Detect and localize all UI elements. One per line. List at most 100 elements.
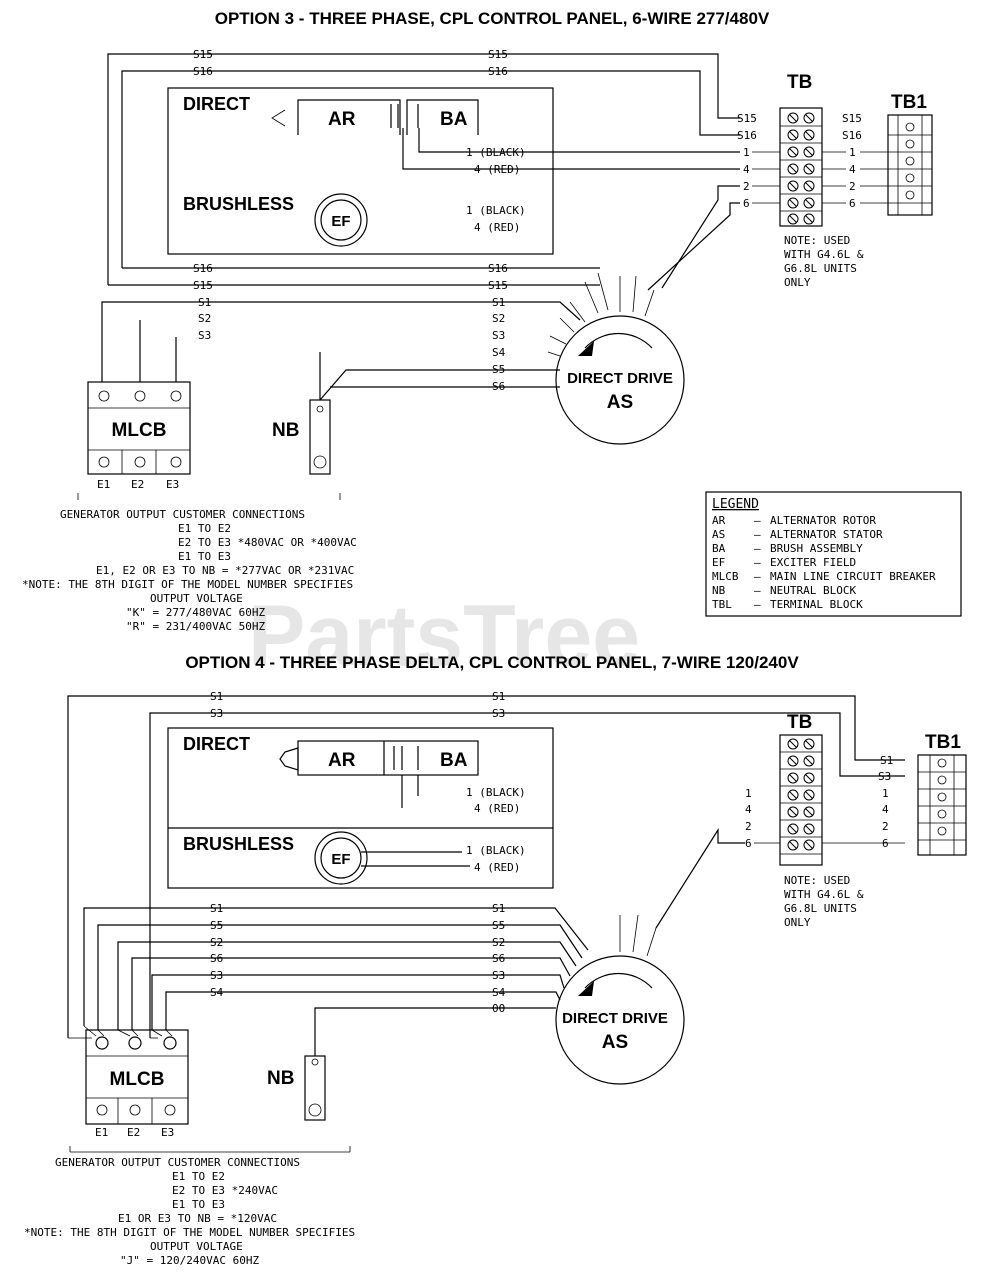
svg-text:"J" = 120/240VAC 60HZ: "J" = 120/240VAC 60HZ <box>120 1254 259 1267</box>
option3-ba-frame <box>406 99 479 135</box>
option3-tb-label: TB <box>787 72 812 93</box>
option3-rotation-arrow <box>584 332 653 349</box>
option4-ar-label: AR <box>328 750 356 771</box>
option4-ef-label: EF <box>331 851 350 868</box>
option3-mlcb-label: MLCB <box>112 420 167 441</box>
option4-wire-s3-top-left: S3 <box>210 707 223 720</box>
svg-text:GENERATOR OUTPUT CUSTOMER CONN: GENERATOR OUTPUT CUSTOMER CONNECTIONS <box>60 508 305 521</box>
option4-e1: E1 <box>95 1126 108 1139</box>
svg-text:OUTPUT VOLTAGE: OUTPUT VOLTAGE <box>150 592 243 605</box>
option3-e1: E1 <box>97 478 110 491</box>
option4-e2: E2 <box>127 1126 140 1139</box>
option3-tb-term-6: 6 <box>743 197 750 210</box>
option3-tb-note-2: WITH G4.6L & <box>784 248 864 261</box>
option3-tb-screws <box>787 112 815 225</box>
option3-stator-circle <box>555 315 685 445</box>
option3-wire-1-black: 1 (BLACK) <box>466 146 526 159</box>
option3-direct-label: DIRECT <box>183 94 250 114</box>
svg-text:E1 TO E2: E1 TO E2 <box>178 522 231 535</box>
option3-e3: E3 <box>166 478 179 491</box>
svg-text:E1, E2 OR E3 TO NB = *277VAC O: E1, E2 OR E3 TO NB = *277VAC OR *231VAC <box>96 564 354 577</box>
svg-text:E1 TO E3: E1 TO E3 <box>178 550 231 563</box>
svg-text:MAIN LINE CIRCUIT BREAKER: MAIN LINE CIRCUIT BREAKER <box>770 570 936 583</box>
option3-ef-label: EF <box>331 213 350 230</box>
option4-mlcb-breaker <box>85 1029 189 1125</box>
svg-text:–: – <box>754 556 761 569</box>
option3-as-label: AS <box>607 392 633 413</box>
option3-ef-wire-4-red: 4 (RED) <box>474 221 520 234</box>
option3-tb-s16-right: S16 <box>842 129 862 142</box>
option4-ef-wire-4-red: 4 (RED) <box>474 861 520 874</box>
svg-text:–: – <box>754 528 761 541</box>
wire-label-s15-top-left: S15 <box>193 48 213 61</box>
legend-items: AR–ALTERNATOR ROTOR AS–ALTERNATOR STATOR… <box>712 514 936 611</box>
svg-text:–: – <box>754 598 761 611</box>
option3-tb-note-4: ONLY <box>784 276 811 289</box>
svg-text:AS: AS <box>712 528 725 541</box>
option4-tb1-terminal-block <box>917 754 967 856</box>
option3-e2: E2 <box>131 478 144 491</box>
svg-text:ALTERNATOR STATOR: ALTERNATOR STATOR <box>770 528 883 541</box>
svg-text:AR: AR <box>712 514 726 527</box>
option4-tb1-s1: S1 <box>880 754 893 767</box>
option3-wire-s2-right: S2 <box>492 312 505 325</box>
svg-text:E1 TO E2: E1 TO E2 <box>172 1170 225 1183</box>
option4-tb-note-3: G6.8L UNITS <box>784 902 857 915</box>
option4-tb1-screws <box>937 758 947 836</box>
option3-tb-s16: S16 <box>737 129 757 142</box>
svg-text:E1 TO E3: E1 TO E3 <box>172 1198 225 1211</box>
option4-wire-s3-left: S3 <box>210 969 223 982</box>
option3-wire-s3-left: S3 <box>198 329 211 342</box>
option4-tb-terminal-block <box>779 734 823 866</box>
option3-output-notes: GENERATOR OUTPUT CUSTOMER CONNECTIONS E1… <box>22 508 357 633</box>
option4-direct-label: DIRECT <box>183 734 250 754</box>
option3-tb-term-4: 4 <box>743 163 750 176</box>
option4-wire-s4-left: S4 <box>210 986 224 999</box>
option4-tb-label: TB <box>787 712 812 733</box>
wire-label-s16-top-left: S16 <box>193 65 213 78</box>
svg-text:NEUTRAL BLOCK: NEUTRAL BLOCK <box>770 584 856 597</box>
option4-wire-1-black: 1 (BLACK) <box>466 786 526 799</box>
option4-wire-s1-left: S1 <box>210 902 223 915</box>
option3-tb1-terminal-block <box>887 114 933 216</box>
option4-rotor-shaft-icon <box>279 747 299 771</box>
option4-wire-s1-right: S1 <box>492 902 505 915</box>
svg-text:"R" = 231/400VAC 50HZ: "R" = 231/400VAC 50HZ <box>126 620 265 633</box>
option4-rotor-housing <box>167 727 554 889</box>
option3-tb-note-3: G6.8L UNITS <box>784 262 857 275</box>
svg-text:TERMINAL BLOCK: TERMINAL BLOCK <box>770 598 863 611</box>
option4-tb1-s3: S3 <box>878 770 891 783</box>
option4-tb1-term-6: 6 <box>882 837 889 850</box>
option3-ar-frame <box>297 99 401 135</box>
option4-wire-s2-right: S2 <box>492 936 505 949</box>
svg-text:NB: NB <box>712 584 726 597</box>
option4-ef-wire-1-black: 1 (BLACK) <box>466 844 526 857</box>
svg-text:–: – <box>754 542 761 555</box>
svg-text:TBL: TBL <box>712 598 732 611</box>
svg-text:*NOTE: THE 8TH DIGIT OF THE MO: *NOTE: THE 8TH DIGIT OF THE MODEL NUMBER… <box>24 1226 355 1239</box>
option4-tb-note-1: NOTE: USED <box>784 874 850 887</box>
svg-text:GENERATOR OUTPUT CUSTOMER CONN: GENERATOR OUTPUT CUSTOMER CONNECTIONS <box>55 1156 300 1169</box>
option3-tb1-term-4: 4 <box>849 163 856 176</box>
svg-text:EF: EF <box>712 556 725 569</box>
option3-neutral-block <box>309 399 331 475</box>
option4-tb1-term-1: 1 <box>882 787 889 800</box>
option4-rotation-arrow <box>584 972 653 989</box>
option4-tb-note-2: WITH G4.6L & <box>784 888 864 901</box>
option3-drive-label: DIRECT DRIVE <box>567 370 673 387</box>
option4-tb-term-4: 4 <box>745 803 752 816</box>
option3-ba-label: BA <box>440 109 468 130</box>
watermark: PartsTree <box>248 588 640 684</box>
option3-nb-label: NB <box>272 420 299 441</box>
option4-ar-ba-frame <box>297 740 479 776</box>
option3-wire-s3-right: S3 <box>492 329 505 342</box>
option4-wire-s6-right: S6 <box>492 952 505 965</box>
option4-ba-label: BA <box>440 750 468 771</box>
option4-stator-circle <box>555 955 685 1085</box>
option3-stator-leads <box>547 272 655 357</box>
option3-tb-term-2: 2 <box>743 180 750 193</box>
option4-title: OPTION 4 - THREE PHASE DELTA, CPL CONTRO… <box>185 653 799 672</box>
option4-wire-s4-right: S4 <box>492 986 506 999</box>
option4-neutral-block <box>304 1055 326 1121</box>
option4-tb-screws <box>787 738 815 851</box>
